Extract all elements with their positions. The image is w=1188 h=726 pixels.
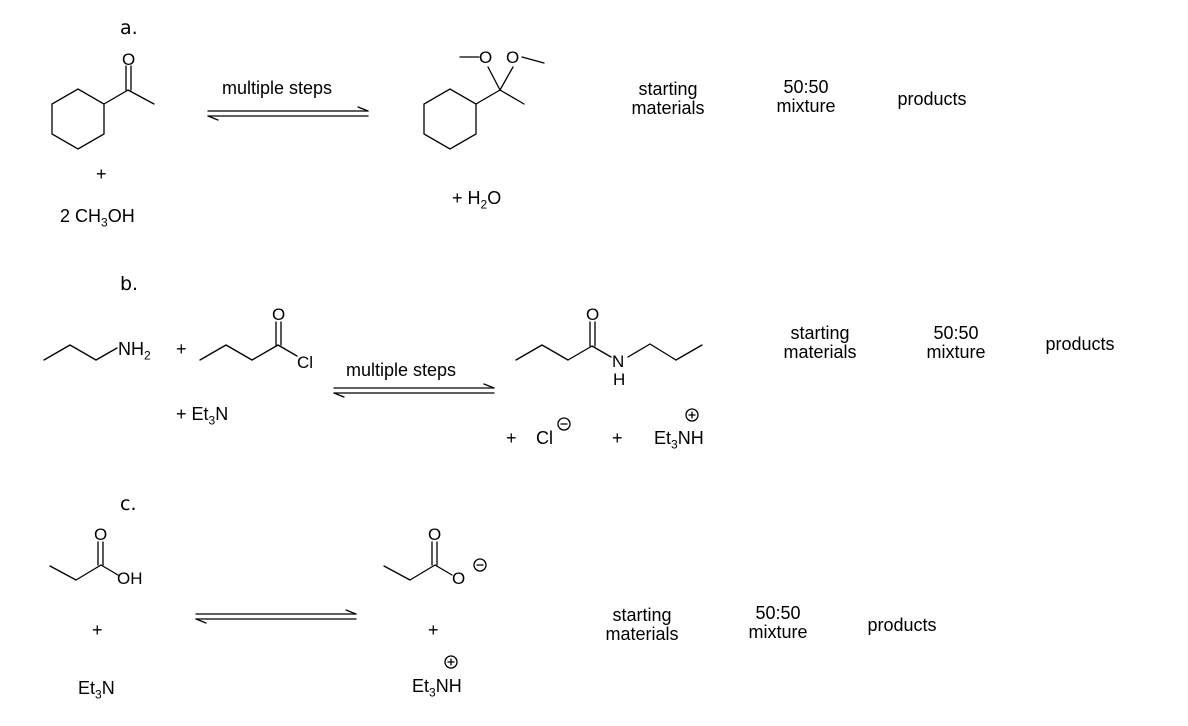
triethylamine-formula: + Et3N: [176, 404, 229, 428]
plus-sign: +: [176, 339, 187, 359]
chloride-label: Cl: [536, 428, 553, 448]
ketone-oxygen-label: O: [122, 50, 135, 69]
amine-label: NH2: [118, 339, 151, 363]
acid-hydroxyl-label: OH: [117, 569, 143, 588]
amide-hydrogen-label: H: [613, 370, 625, 389]
positive-charge-icon: [685, 408, 699, 422]
amide-oxygen-label: O: [586, 305, 599, 324]
amide-nitrogen-label: N: [612, 352, 624, 371]
plus-sign: +: [428, 620, 439, 640]
equilibrium-arrow-c: [195, 609, 357, 624]
acetal-oxygen-label: O: [506, 48, 519, 67]
propanoic-acid-structure: [49, 541, 119, 581]
propanoate-structure: [383, 541, 453, 581]
negative-charge-icon: [473, 558, 487, 572]
acetal-oxygen-label: O: [479, 48, 492, 67]
part-c-label: c.: [120, 493, 137, 515]
butanoyl-chloride-structure: [199, 321, 298, 361]
plus-sign: +: [506, 428, 517, 448]
acid-oxygen-label: O: [94, 525, 107, 544]
methanol-formula: 2 CH3OH: [60, 206, 135, 230]
negative-charge-icon: [557, 417, 571, 431]
arrow-label-a: multiple steps: [222, 78, 333, 98]
option-products-b[interactable]: products: [1045, 334, 1115, 354]
option-products-c[interactable]: products: [867, 615, 937, 635]
part-b-label: b.: [120, 273, 139, 295]
part-a-label: a.: [120, 17, 138, 39]
n-propylbutanamide-structure: [515, 321, 703, 361]
carboxylate-oxygen-minus-label: O: [452, 569, 465, 588]
arrow-label-b: multiple steps: [346, 360, 457, 380]
cyclohexyl-methyl-ketone-structure: [51, 65, 155, 150]
plus-sign: +: [612, 428, 623, 448]
carboxylate-oxygen-label: O: [428, 525, 441, 544]
equilibrium-arrow-b: [333, 383, 495, 398]
dimethyl-acetal-structure: [423, 56, 545, 150]
water-formula: + H2O: [452, 188, 502, 212]
equilibrium-arrow-a: [207, 106, 369, 121]
plus-sign: +: [96, 164, 107, 184]
triethylammonium-formula: Et3NH: [654, 428, 704, 452]
propylamine-structure: [43, 344, 118, 361]
positive-charge-icon: [444, 655, 458, 669]
acyl-oxygen-label: O: [272, 305, 285, 324]
triethylammonium-formula: Et3NH: [412, 676, 462, 700]
acyl-chlorine-label: Cl: [297, 353, 313, 372]
plus-sign: +: [92, 620, 103, 640]
triethylamine-formula: Et3N: [78, 678, 115, 702]
option-products-a[interactable]: products: [897, 89, 967, 109]
